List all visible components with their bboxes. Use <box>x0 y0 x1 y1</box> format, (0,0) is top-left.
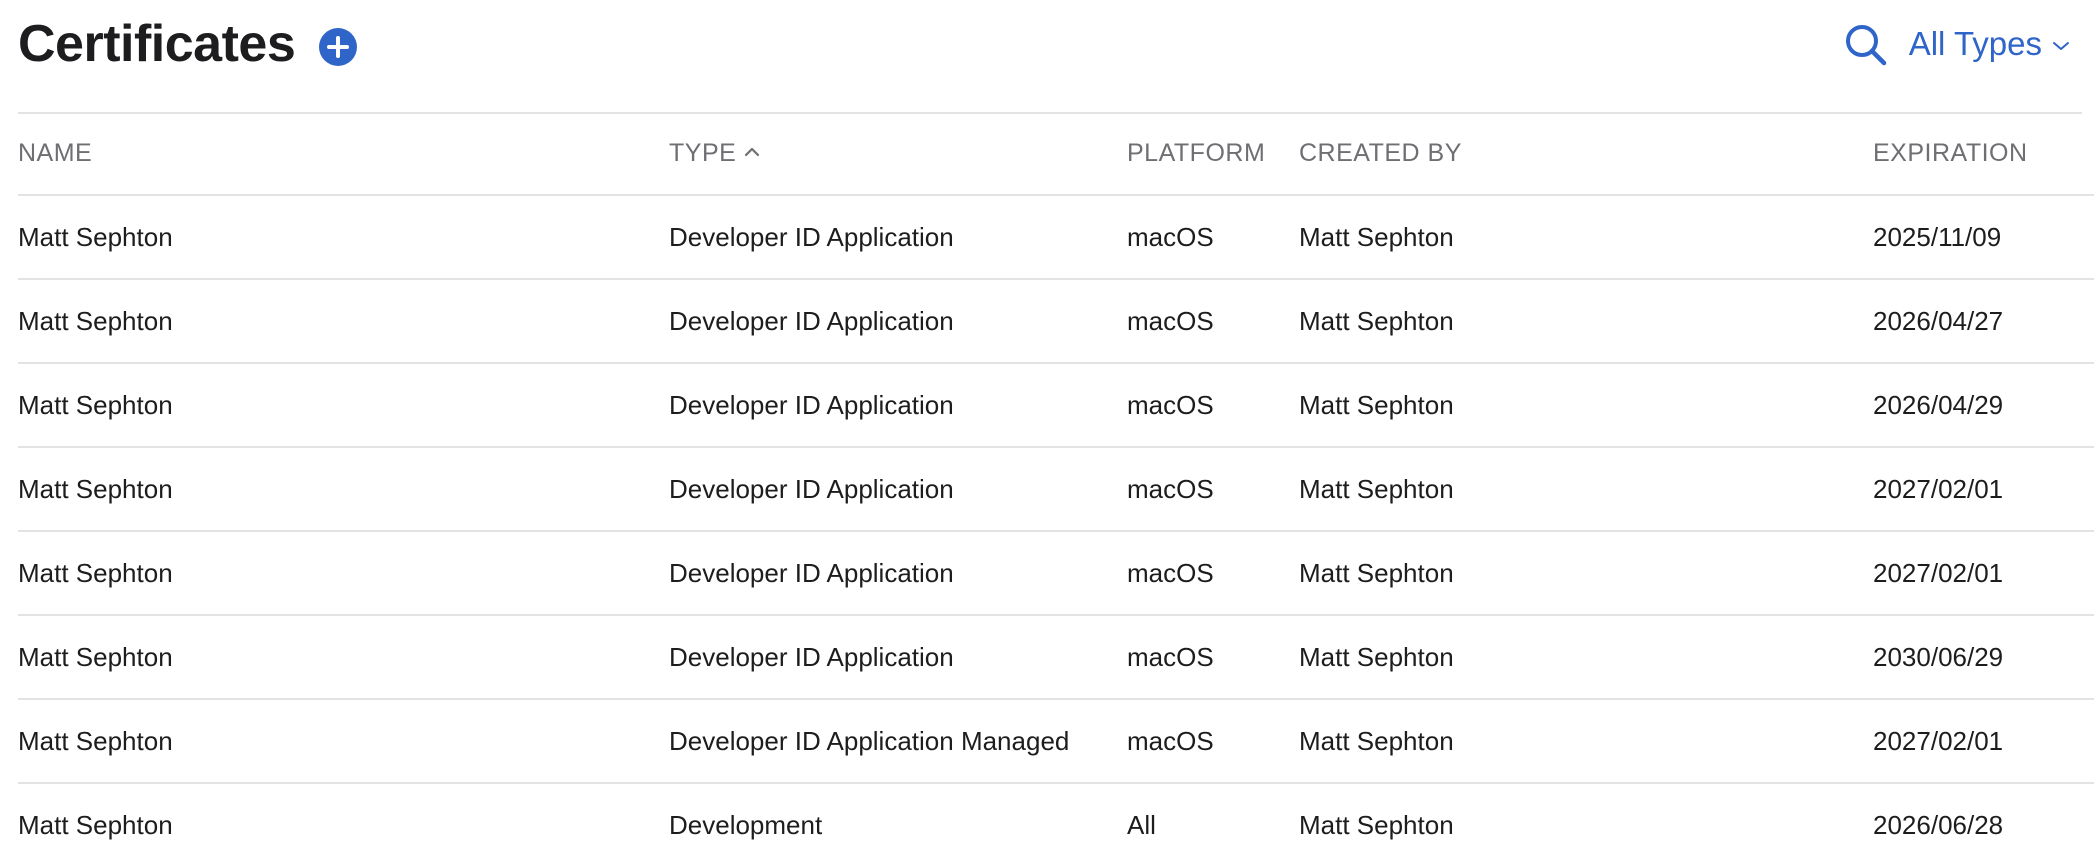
cell-platform: macOS <box>1127 306 1214 336</box>
cell-type: Developer ID Application <box>669 474 954 504</box>
chevron-down-icon <box>2053 42 2069 50</box>
cell-expiration: 2027/02/01 <box>1873 558 2004 588</box>
column-header-type[interactable]: TYPE <box>669 112 760 194</box>
table-row[interactable]: Matt Sephton Developer ID Application ma… <box>18 448 2094 532</box>
cell-platform: macOS <box>1127 390 1214 420</box>
cell-created-by: Matt Sephton <box>1299 474 1454 504</box>
search-button[interactable] <box>1843 22 1889 68</box>
cell-created-by: Matt Sephton <box>1299 306 1454 336</box>
cell-created-by: Matt Sephton <box>1299 222 1454 252</box>
table-header-row: NAME TYPE PLATFORM CREATED BY EXPIRATION <box>18 112 2094 196</box>
column-header-expiration[interactable]: EXPIRATION <box>1873 139 2028 167</box>
column-header-created-by[interactable]: CREATED BY <box>1299 139 1462 167</box>
certificates-table: NAME TYPE PLATFORM CREATED BY EXPIRATION… <box>18 112 2094 866</box>
cell-type: Developer ID Application <box>669 558 954 588</box>
cell-name: Matt Sephton <box>18 726 173 756</box>
cell-platform: macOS <box>1127 222 1214 252</box>
cell-created-by: Matt Sephton <box>1299 642 1454 672</box>
cell-platform: macOS <box>1127 474 1214 504</box>
chevron-up-icon <box>745 148 760 157</box>
cell-expiration: 2025/11/09 <box>1873 222 2002 252</box>
plus-circle-icon <box>327 36 349 58</box>
table-row[interactable]: Matt Sephton Development All Matt Sephto… <box>18 784 2094 866</box>
cell-platform: macOS <box>1127 642 1214 672</box>
column-header-name[interactable]: NAME <box>18 139 93 167</box>
cell-name: Matt Sephton <box>18 222 173 252</box>
cell-name: Matt Sephton <box>18 474 173 504</box>
cell-created-by: Matt Sephton <box>1299 726 1454 756</box>
column-header-platform[interactable]: PLATFORM <box>1127 139 1266 167</box>
cell-created-by: Matt Sephton <box>1299 390 1454 420</box>
page-header: Certificates All Types <box>18 0 2082 114</box>
cell-created-by: Matt Sephton <box>1299 558 1454 588</box>
cell-type: Developer ID Application <box>669 306 954 336</box>
cell-platform: All <box>1127 810 1156 840</box>
cell-name: Matt Sephton <box>18 810 173 840</box>
search-icon <box>1846 25 1887 66</box>
cell-name: Matt Sephton <box>18 306 173 336</box>
cell-name: Matt Sephton <box>18 558 173 588</box>
cell-expiration: 2026/04/29 <box>1873 390 2004 420</box>
cell-type: Development <box>669 810 823 840</box>
table-row[interactable]: Matt Sephton Developer ID Application Ma… <box>18 700 2094 784</box>
cell-platform: macOS <box>1127 558 1214 588</box>
cell-type: Developer ID Application <box>669 222 954 252</box>
add-certificate-button[interactable] <box>319 28 357 66</box>
cell-type: Developer ID Application <box>669 642 954 672</box>
cell-created-by: Matt Sephton <box>1299 810 1454 840</box>
column-header-type-label: TYPE <box>669 139 737 167</box>
cell-type: Developer ID Application Managed <box>669 726 1070 756</box>
cell-expiration: 2030/06/29 <box>1873 642 2004 672</box>
page-title: Certificates <box>18 15 296 73</box>
cell-expiration: 2026/04/27 <box>1873 306 2004 336</box>
table-row[interactable]: Matt Sephton Developer ID Application ma… <box>18 280 2094 364</box>
cell-expiration: 2027/02/01 <box>1873 474 2004 504</box>
cell-expiration: 2027/02/01 <box>1873 726 2004 756</box>
cell-platform: macOS <box>1127 726 1214 756</box>
cell-name: Matt Sephton <box>18 642 173 672</box>
cell-type: Developer ID Application <box>669 390 954 420</box>
type-filter-label: All Types <box>1908 25 2042 62</box>
cell-expiration: 2026/06/28 <box>1873 810 2004 840</box>
type-filter-dropdown[interactable]: All Types <box>1909 22 2070 66</box>
cell-name: Matt Sephton <box>18 390 173 420</box>
table-row[interactable]: Matt Sephton Developer ID Application ma… <box>18 532 2094 616</box>
table-row[interactable]: Matt Sephton Developer ID Application ma… <box>18 196 2094 280</box>
table-row[interactable]: Matt Sephton Developer ID Application ma… <box>18 616 2094 700</box>
table-row[interactable]: Matt Sephton Developer ID Application ma… <box>18 364 2094 448</box>
